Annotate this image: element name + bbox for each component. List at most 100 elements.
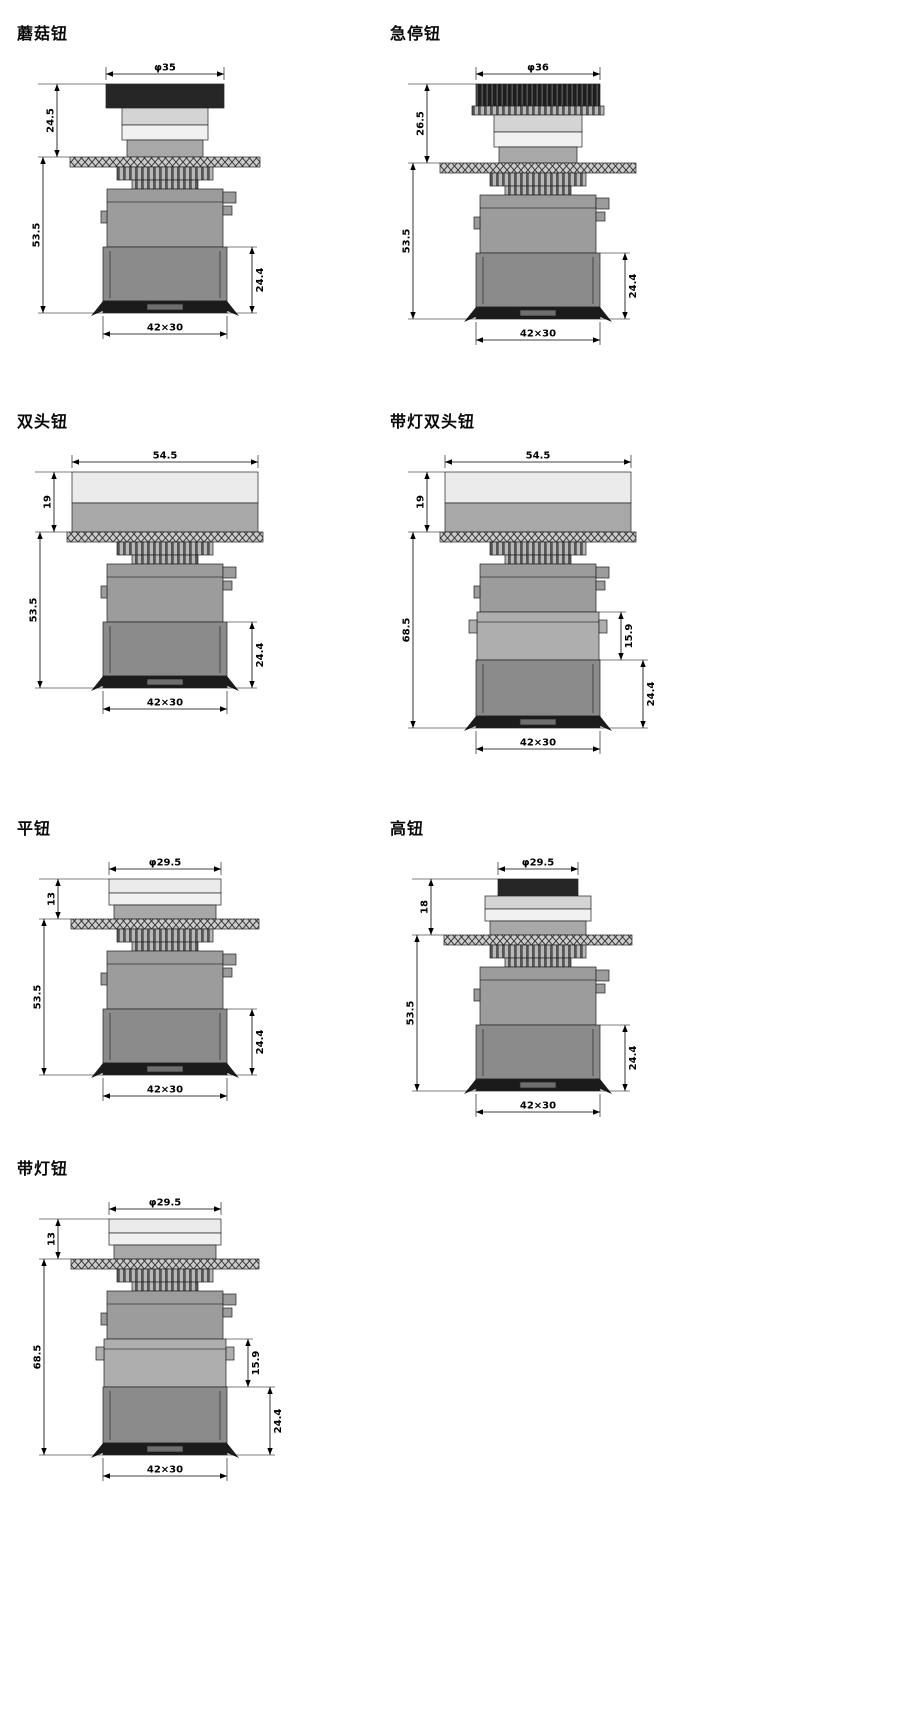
dim-label: φ36 bbox=[527, 63, 549, 74]
mounting-clip bbox=[598, 716, 612, 731]
dim-arrow bbox=[622, 253, 628, 260]
dim-arrow bbox=[410, 721, 416, 728]
lock-nut-small bbox=[131, 941, 199, 952]
mounting-clip bbox=[225, 1443, 239, 1458]
contact-body-lower bbox=[102, 1008, 228, 1064]
terminal-tab bbox=[225, 1346, 235, 1361]
dim-arrow bbox=[220, 706, 227, 712]
dim-arrow bbox=[220, 331, 227, 337]
contact-body-lower bbox=[102, 246, 228, 302]
dim-label: 42×30 bbox=[147, 1085, 183, 1096]
base-slot bbox=[519, 309, 557, 317]
dim-label: 24.4 bbox=[255, 643, 266, 668]
contact-body-upper bbox=[106, 950, 224, 1010]
side-clip bbox=[100, 1312, 108, 1326]
dim-arrow bbox=[640, 660, 646, 667]
button-head-band bbox=[498, 146, 578, 164]
diagram-title: 蘑菇钮 bbox=[17, 24, 69, 43]
dim-arrow bbox=[428, 928, 434, 935]
mounting-clip bbox=[464, 1079, 478, 1094]
contact-body-upper bbox=[479, 966, 597, 1026]
dim-arrow bbox=[593, 71, 600, 77]
dim-arrow bbox=[37, 532, 43, 539]
lock-nut bbox=[116, 541, 214, 556]
dim-arrow bbox=[498, 866, 505, 872]
base-slot bbox=[519, 1081, 557, 1089]
contact-body-upper bbox=[106, 1290, 224, 1340]
dim-label: 42×30 bbox=[147, 1465, 183, 1476]
mounting-clip bbox=[91, 301, 105, 316]
dim-arrow bbox=[41, 919, 47, 926]
dim-arrow bbox=[217, 71, 224, 77]
dim-label: 15.9 bbox=[251, 1351, 262, 1376]
base-slot bbox=[146, 678, 184, 686]
dim-label: 13 bbox=[47, 1232, 58, 1246]
dim-arrow bbox=[40, 157, 46, 164]
dim-arrow bbox=[622, 1025, 628, 1032]
dim-arrow bbox=[424, 84, 430, 91]
lamp-module bbox=[103, 1338, 227, 1388]
dim-arrow bbox=[55, 879, 61, 886]
dim-arrow bbox=[267, 1448, 273, 1455]
button-head-band bbox=[484, 908, 592, 922]
dim-arrow bbox=[410, 532, 416, 539]
dim-arrow bbox=[245, 1339, 251, 1346]
dim-arrow bbox=[593, 746, 600, 752]
dim-arrow bbox=[55, 912, 61, 919]
dim-label: 15.9 bbox=[624, 624, 635, 649]
dim-arrow bbox=[55, 1219, 61, 1226]
button-head-band bbox=[121, 107, 209, 126]
dim-arrow bbox=[54, 84, 60, 91]
dim-label: 24.4 bbox=[255, 1030, 266, 1055]
dim-arrow bbox=[424, 472, 430, 479]
dim-arrow bbox=[245, 1380, 251, 1387]
contact-body-lower bbox=[475, 659, 601, 717]
dim-arrow bbox=[249, 622, 255, 629]
dim-label: 18 bbox=[420, 900, 431, 914]
base-slot bbox=[146, 1445, 184, 1453]
diagram-title: 高钮 bbox=[390, 819, 425, 838]
button-head-band bbox=[493, 131, 583, 148]
button-head-band bbox=[113, 904, 217, 920]
dim-label: 42×30 bbox=[520, 738, 556, 749]
lock-nut bbox=[489, 944, 587, 959]
side-clip bbox=[473, 988, 481, 1002]
dim-arrow bbox=[571, 866, 578, 872]
terminal-tab bbox=[468, 619, 478, 634]
lock-nut-small bbox=[504, 957, 572, 968]
contact-body-upper bbox=[106, 563, 224, 623]
dim-arrow bbox=[476, 71, 483, 77]
base-slot bbox=[146, 1065, 184, 1073]
terminal-tab bbox=[595, 969, 610, 982]
terminal-tab bbox=[595, 211, 606, 222]
dim-label: 68.5 bbox=[33, 1345, 44, 1370]
mounting-clip bbox=[598, 1079, 612, 1094]
side-clip bbox=[100, 972, 108, 986]
dim-label: 42×30 bbox=[147, 323, 183, 334]
mounting-clip bbox=[225, 676, 239, 691]
lock-nut bbox=[116, 1268, 214, 1283]
diagram-title: 平钮 bbox=[17, 819, 52, 838]
dim-arrow bbox=[640, 721, 646, 728]
dim-arrow bbox=[249, 681, 255, 688]
dim-label: 24.5 bbox=[46, 108, 57, 133]
dim-arrow bbox=[103, 1473, 110, 1479]
side-clip bbox=[473, 585, 481, 599]
terminal-tab bbox=[595, 983, 606, 994]
dim-arrow bbox=[476, 746, 483, 752]
diagram-title: 带灯双头钮 bbox=[390, 412, 476, 431]
dim-label: 42×30 bbox=[147, 698, 183, 709]
mounting-panel bbox=[69, 156, 261, 168]
button-head-band bbox=[493, 114, 583, 133]
button-head-band bbox=[71, 471, 259, 504]
dim-label: 24.4 bbox=[646, 682, 657, 707]
dim-arrow bbox=[618, 612, 624, 619]
terminal-tab bbox=[222, 580, 233, 591]
dim-arrow bbox=[51, 525, 57, 532]
terminal-tab bbox=[598, 619, 608, 634]
button-head-band bbox=[108, 1232, 222, 1246]
mounting-clip bbox=[225, 1063, 239, 1078]
